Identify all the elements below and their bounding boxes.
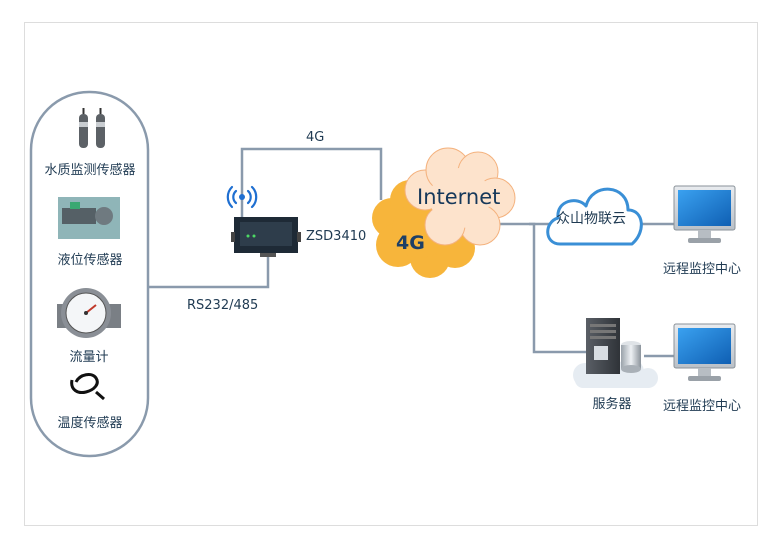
internet-label: Internet [417, 185, 501, 209]
gateway-model-label: ZSD3410 [306, 229, 367, 244]
4g-link-line [240, 147, 383, 228]
sensor-label-temperature: 温度传感器 [57, 416, 123, 431]
monitor-icon-bottom [673, 323, 736, 381]
internet-cloud [404, 147, 516, 246]
sensor-label-level: 液位传感器 [57, 253, 123, 268]
flow-meter-icon [57, 288, 121, 338]
monitor-top-label: 远程监控中心 [662, 262, 742, 277]
server-icon [573, 318, 658, 388]
wireless-signal-icon [226, 185, 258, 209]
link-label-rs232: RS232/485 [187, 298, 259, 313]
router-gateway-icon [231, 217, 301, 257]
connection-lines [149, 147, 675, 358]
internet-to-server-line [529, 222, 590, 354]
cloud-icon [546, 187, 643, 246]
link-label-4g: 4G [306, 130, 325, 145]
monitor-bottom-label: 远程监控中心 [662, 399, 742, 414]
sensor-group-outline [29, 90, 150, 458]
rs232-link-line [149, 257, 270, 289]
level-sensor-icon [58, 197, 120, 239]
water-quality-probe-icon [79, 108, 105, 148]
sensor-label-water-quality: 水质监测传感器 [44, 163, 136, 178]
sensor-label-flow: 流量计 [69, 350, 109, 365]
server-label: 服务器 [592, 397, 632, 412]
4g-network-label: 4G [396, 232, 425, 254]
temperature-probe-icon [70, 373, 105, 401]
monitor-icon-top [673, 185, 736, 243]
cloud-platform-label: 众山物联云 [556, 211, 626, 227]
